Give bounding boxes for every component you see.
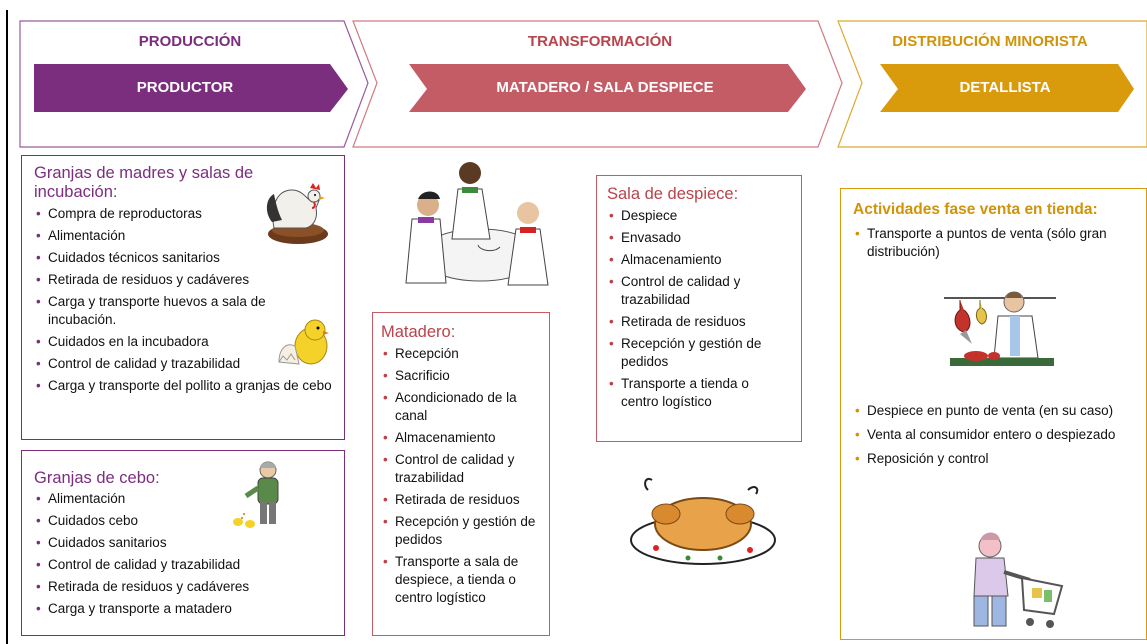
list-item: Venta al consumidor entero o despiezado	[853, 426, 1123, 444]
transformation-role-banner	[409, 64, 806, 112]
list-item: Despiece	[607, 207, 787, 225]
list-item: Carga y transporte del pollito a granjas…	[34, 377, 334, 395]
role-label-producer: PRODUCTOR	[136, 79, 234, 96]
role-label-slaughterhouse: MATADERO / SALA DESPIECE	[496, 79, 714, 96]
list-item: Transporte a puntos de venta (sólo gran …	[853, 225, 1123, 261]
list-item: Cuidados cebo	[34, 512, 334, 530]
retail-role-banner	[880, 64, 1134, 112]
role-label-retailer: DETALLISTA	[959, 79, 1051, 96]
list-item: Despiece en punto de venta (en su caso)	[853, 402, 1123, 420]
fattening-farms-title: Granjas de cebo:	[34, 469, 160, 487]
list-item: Recepción y gestión de pedidos	[381, 513, 541, 549]
list-item: Alimentación	[34, 227, 334, 245]
list-item: Cuidados técnicos sanitarios	[34, 249, 334, 267]
list-item: Almacenamiento	[381, 429, 541, 447]
list-item: Control de calidad y trazabilidad	[381, 451, 541, 487]
cutting-room-box: Sala de despiece: Despiece Envasado Alma…	[596, 175, 802, 442]
supply-chain-header	[19, 20, 1147, 148]
list-item: Control de calidad y trazabilidad	[607, 273, 787, 309]
chick-hatching-illustration	[278, 319, 329, 365]
list-item: Transporte a sala de despiece, a tienda …	[381, 553, 541, 607]
list-item: Retirada de residuos	[607, 313, 787, 331]
list-item: Reposición y control	[853, 450, 1123, 468]
stage-title-retail: DISTRIBUCIÓN MINORISTA	[892, 33, 1088, 50]
list-item: Alimentación	[34, 490, 334, 508]
list-item: Recepción	[381, 345, 541, 363]
list-item: Recepción y gestión de pedidos	[607, 335, 787, 371]
list-item: Sacrificio	[381, 367, 541, 385]
list-item: Compra de reproductoras	[34, 205, 334, 223]
hen-on-nest-illustration	[266, 183, 328, 244]
list-item: Retirada de residuos	[381, 491, 541, 509]
list-item: Almacenamiento	[607, 251, 787, 269]
production-role-banner	[34, 64, 348, 112]
slaughterhouse-title: Matadero:	[381, 323, 456, 341]
farmer-feeding-chicks-illustration	[233, 461, 279, 528]
list-item: Carga y transporte a matadero	[34, 600, 334, 618]
list-item: Carga y transporte huevos a sala de incu…	[34, 293, 334, 329]
list-item: Acondicionado de la canal	[381, 389, 541, 425]
list-item: Retirada de residuos y cadáveres	[34, 578, 334, 596]
list-item: Control de calidad y trazabilidad	[34, 556, 334, 574]
fattening-farms-box: Granjas de cebo: Alimentación Cuidados c…	[21, 450, 345, 636]
list-item: Cuidados en la incubadora	[34, 333, 334, 351]
list-item: Cuidados sanitarios	[34, 534, 334, 552]
stage-title-transformation: TRANSFORMACIÓN	[527, 33, 673, 50]
roast-chicken-illustration	[630, 478, 776, 565]
cutting-room-title: Sala de despiece:	[607, 185, 739, 203]
butcher-illustration	[944, 291, 1056, 366]
stage-title-production: PRODUCCIÓN	[138, 33, 242, 50]
retail-activities-title: Actividades fase venta en tienda:	[853, 201, 1098, 218]
list-item: Retirada de residuos y cadáveres	[34, 271, 334, 289]
left-edge-line	[6, 10, 8, 644]
slaughterhouse-box: Matadero: Recepción Sacrificio Acondicio…	[372, 312, 550, 636]
list-item: Envasado	[607, 229, 787, 247]
slaughterhouse-workers-illustration	[405, 162, 549, 286]
list-item: Control de calidad y trazabilidad	[34, 355, 334, 373]
list-item: Transporte a tienda o centro logístico	[607, 375, 787, 411]
shopper-with-cart-illustration	[973, 532, 1064, 628]
